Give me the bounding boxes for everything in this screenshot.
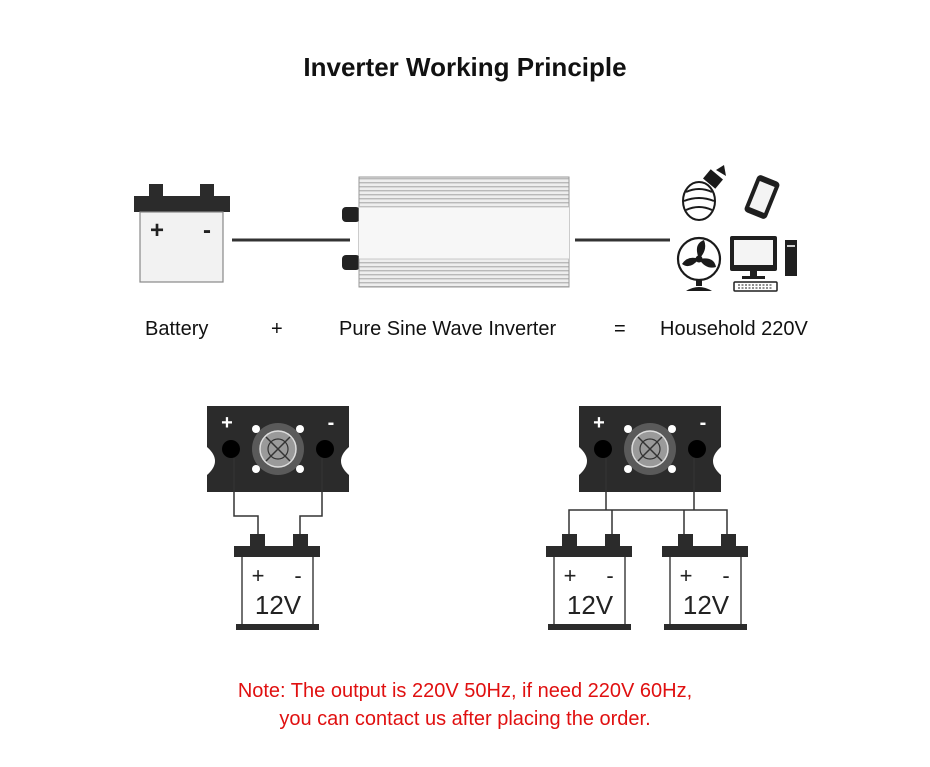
inverter-label: Pure Sine Wave Inverter bbox=[339, 318, 557, 340]
battery-icon: + - 12V bbox=[662, 534, 748, 630]
battery-minus-label: - bbox=[294, 563, 301, 588]
fan-icon bbox=[676, 236, 722, 291]
equals-operator: = bbox=[614, 318, 626, 340]
battery-minus-label: - bbox=[722, 563, 729, 588]
battery-label: Battery bbox=[145, 318, 209, 340]
bulb-icon bbox=[682, 165, 726, 221]
page-title: Inverter Working Principle bbox=[303, 52, 627, 82]
battery-minus-label: - bbox=[606, 563, 613, 588]
battery-voltage-label: 12V bbox=[683, 590, 730, 620]
output-label: Household 220V bbox=[660, 318, 808, 340]
inverter-terminal-panel-single: + - bbox=[207, 406, 349, 492]
battery-icon: + - bbox=[134, 184, 230, 283]
battery-voltage-label: 12V bbox=[255, 590, 302, 620]
inverter-terminal-panel-parallel: + - bbox=[579, 406, 721, 492]
note-line-2: you can contact us after placing the ord… bbox=[279, 708, 651, 730]
parallel-wiring bbox=[568, 458, 728, 536]
plus-operator: + bbox=[271, 318, 283, 340]
single-wiring bbox=[233, 458, 323, 536]
battery-minus-label: - bbox=[203, 217, 211, 244]
phone-icon bbox=[744, 175, 780, 219]
battery-plus-label: + bbox=[150, 217, 164, 244]
panel-plus-label: + bbox=[593, 412, 605, 434]
panel-minus-label: - bbox=[700, 412, 707, 434]
battery-icon: + - 12V bbox=[234, 534, 320, 630]
battery-icon: + - 12V bbox=[546, 534, 632, 630]
panel-minus-label: - bbox=[328, 412, 335, 434]
panel-plus-label: + bbox=[221, 412, 233, 434]
note-line-1: Note: The output is 220V 50Hz, if need 2… bbox=[237, 680, 693, 702]
battery-plus-label: + bbox=[680, 563, 693, 588]
battery-plus-label: + bbox=[252, 563, 265, 588]
inverter-icon bbox=[342, 176, 570, 288]
battery-voltage-label: 12V bbox=[567, 590, 614, 620]
computer-icon bbox=[730, 236, 797, 292]
battery-plus-label: + bbox=[564, 563, 577, 588]
